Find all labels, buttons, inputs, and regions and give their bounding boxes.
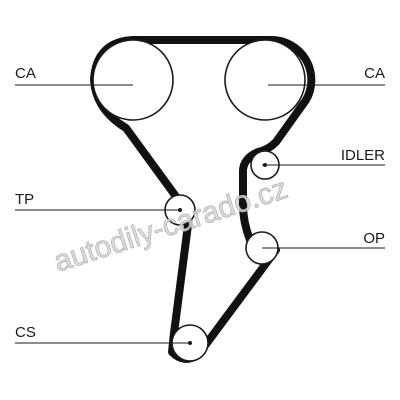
- tp-center-dot: [178, 208, 182, 212]
- cs-center-dot: [188, 341, 192, 345]
- camshaft-pulley-right: [224, 39, 306, 121]
- label-tp: TP: [15, 191, 34, 208]
- label-cs: CS: [15, 324, 36, 341]
- label-ca-right: CA: [364, 65, 385, 82]
- camshaft-pulley-left: [92, 39, 174, 121]
- idler-center-dot: [263, 163, 267, 167]
- label-op: OP: [363, 230, 385, 247]
- label-ca-left: CA: [15, 65, 36, 82]
- label-idler: IDLER: [341, 147, 385, 164]
